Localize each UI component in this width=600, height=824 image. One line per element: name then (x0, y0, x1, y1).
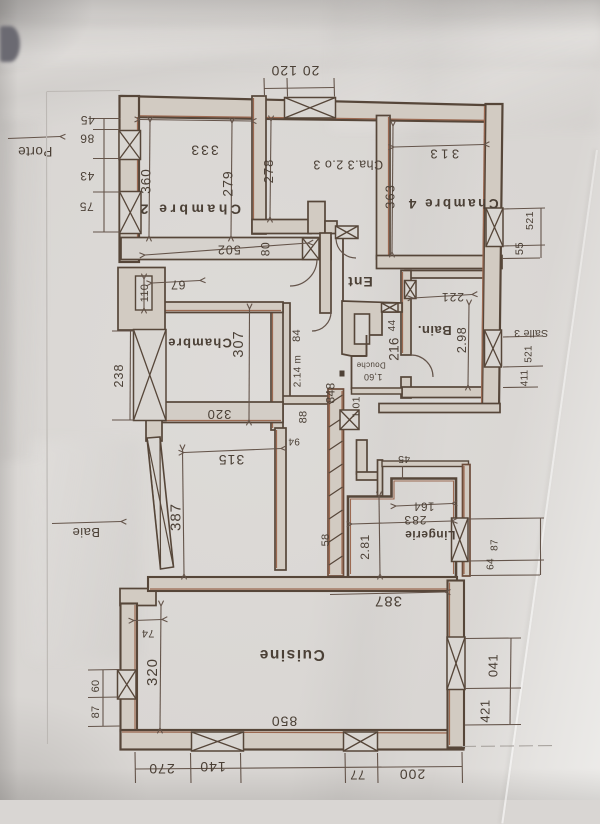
svg-text:521: 521 (524, 345, 535, 363)
svg-text:387: 387 (374, 593, 402, 610)
svg-text:521: 521 (524, 211, 536, 230)
svg-text:88: 88 (298, 411, 310, 424)
svg-text:848: 848 (324, 383, 338, 404)
svg-text:Bain.: Bain. (417, 323, 451, 338)
svg-text:Chambre 2: Chambre 2 (137, 202, 241, 218)
svg-text:320: 320 (207, 407, 232, 422)
svg-text:45: 45 (398, 453, 410, 465)
svg-text:279: 279 (220, 170, 236, 196)
svg-text:502: 502 (217, 243, 241, 257)
svg-text:Chambre: Chambre (167, 336, 232, 351)
svg-text:421: 421 (478, 699, 493, 722)
svg-text:200: 200 (399, 767, 425, 783)
svg-text:411: 411 (520, 369, 531, 386)
svg-text:315: 315 (218, 452, 244, 468)
svg-text:87: 87 (490, 539, 501, 551)
svg-text:387: 387 (168, 503, 185, 531)
svg-text:360: 360 (139, 168, 154, 194)
svg-text:164: 164 (414, 500, 435, 512)
svg-text:2.14 m: 2.14 m (293, 355, 304, 387)
svg-text:55: 55 (514, 242, 526, 255)
svg-text:74: 74 (142, 627, 155, 639)
svg-text:86: 86 (80, 132, 94, 146)
svg-text:333: 333 (189, 143, 218, 159)
svg-text:67: 67 (171, 278, 186, 292)
svg-text:221: 221 (441, 290, 464, 304)
svg-text:270: 270 (148, 761, 174, 777)
svg-text:1,60: 1,60 (364, 372, 383, 382)
svg-text:2.81: 2.81 (358, 534, 372, 559)
svg-text:216: 216 (387, 337, 402, 360)
svg-text:20 120: 20 120 (271, 63, 320, 79)
svg-text:84: 84 (291, 329, 303, 342)
svg-text:850: 850 (271, 714, 297, 730)
svg-text:Ent: Ent (347, 274, 373, 290)
svg-text:Porte: Porte (18, 144, 53, 159)
svg-text:64: 64 (486, 558, 497, 570)
svg-text:140: 140 (199, 759, 225, 775)
svg-text:58: 58 (320, 534, 332, 547)
svg-text:45: 45 (80, 113, 94, 127)
svg-text:Lingerie: Lingerie (405, 528, 456, 542)
svg-text:75: 75 (79, 200, 93, 214)
svg-text:238: 238 (112, 364, 126, 388)
svg-text:320: 320 (144, 658, 161, 686)
svg-text:80: 80 (259, 242, 273, 256)
svg-text:307: 307 (231, 330, 247, 357)
svg-text:87: 87 (90, 706, 102, 719)
svg-text:Douche: Douche (356, 361, 386, 370)
svg-text:Chambre 4: Chambre 4 (406, 196, 498, 211)
svg-text:60: 60 (90, 680, 102, 693)
svg-text:363: 363 (383, 184, 398, 209)
svg-text:2.98: 2.98 (455, 327, 469, 353)
svg-text:313: 313 (427, 147, 459, 162)
svg-text:Cha.3 2.o 3: Cha.3 2.o 3 (313, 158, 383, 172)
svg-text:041: 041 (486, 654, 501, 677)
svg-text:44: 44 (387, 320, 398, 332)
svg-text:1.01: 1.01 (351, 396, 363, 418)
svg-text:77: 77 (350, 768, 365, 783)
svg-text:Salle 3: Salle 3 (514, 327, 548, 339)
svg-text:43: 43 (80, 169, 94, 183)
svg-text:94: 94 (288, 436, 300, 447)
svg-text:Baie: Baie (72, 525, 100, 540)
svg-text:Cuisine: Cuisine (258, 646, 324, 663)
svg-text:110: 110 (139, 284, 151, 302)
svg-text:283: 283 (403, 513, 426, 527)
svg-text:278: 278 (261, 159, 276, 184)
